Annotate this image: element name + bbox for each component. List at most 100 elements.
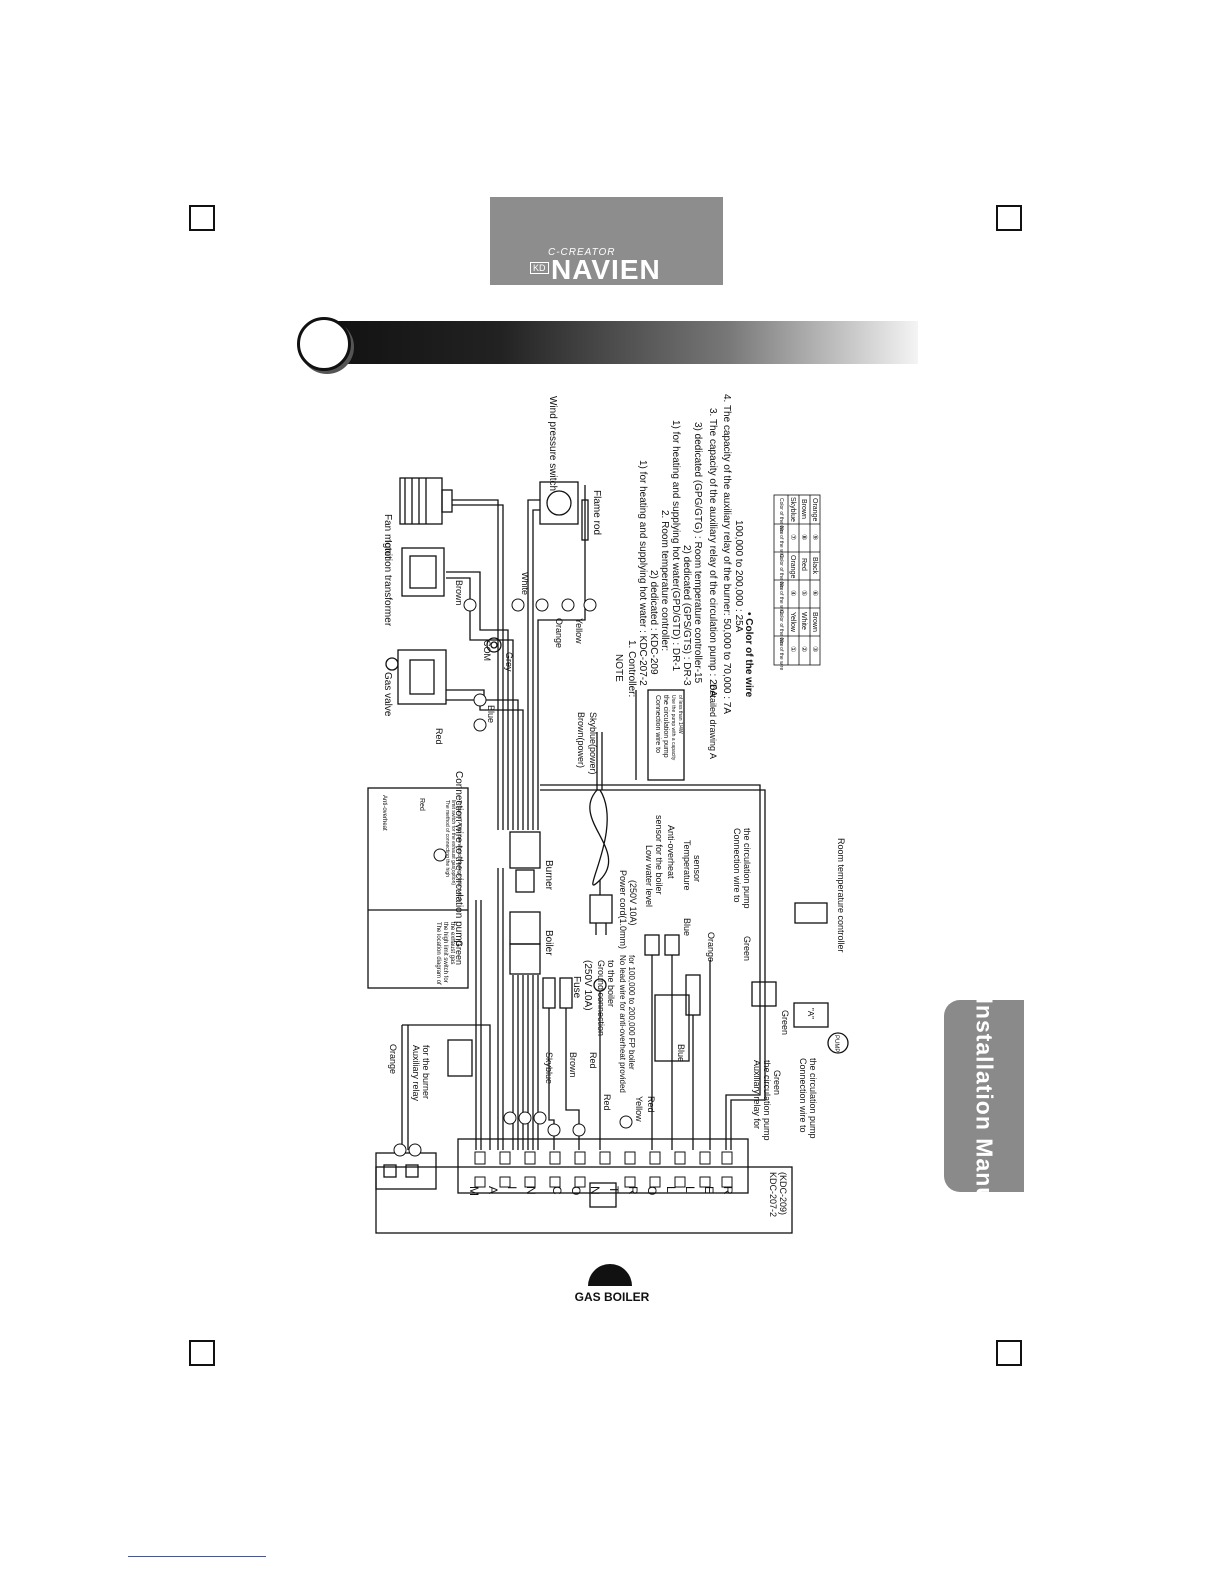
label-conn-pump-bottom-2: the circulation pump bbox=[808, 1058, 818, 1139]
ct-cell-1-0: ② bbox=[800, 646, 808, 652]
label-circulation-pump-wire-top: Connection wire to the circulation pump bbox=[453, 771, 464, 947]
detail-box-line-4: of less than 1/4W bbox=[677, 695, 683, 734]
crop-mark-bottom-right bbox=[996, 1340, 1022, 1366]
wire-orange-mid: Orange bbox=[554, 618, 564, 648]
label-low-water-1: Low water level bbox=[644, 845, 654, 907]
ct-cell-1-4: ⑧ bbox=[800, 534, 808, 540]
detail-box-line-3: Use the pump with a capacity bbox=[670, 695, 676, 761]
ct-header-2: No. of the wire bbox=[778, 582, 784, 614]
inset-red: Red bbox=[418, 798, 425, 811]
label-gas-valve: Gas valve bbox=[382, 672, 393, 717]
wind-pressure-switch-body bbox=[539, 481, 579, 525]
ct-header-5: Color of the wire bbox=[778, 498, 784, 535]
fuse-holder-2 bbox=[559, 977, 573, 1009]
label-conn-pump-bottom-1: Connection wire to bbox=[798, 1058, 808, 1133]
label-aux-relay-burner-1: Auxiliary relay bbox=[411, 1045, 421, 1102]
logo-subtitle: C-CREATOR bbox=[548, 247, 616, 258]
wire-number-markers bbox=[393, 598, 633, 1157]
wire-yellow-low: Yellow bbox=[634, 1096, 644, 1122]
footer-rule bbox=[128, 1556, 266, 1557]
crop-mark-top-right bbox=[996, 205, 1022, 231]
wire-white: White bbox=[520, 572, 530, 595]
ct-cell-2-3: Black bbox=[811, 557, 818, 575]
wire-color-table: No. of the wire Color of the wire No. of… bbox=[773, 494, 821, 670]
label-burner: Burner bbox=[543, 860, 554, 891]
label-ground-2: to the boiler bbox=[606, 960, 616, 1007]
ct-cell-1-2: ⑤ bbox=[800, 590, 808, 596]
wire-brown-top: Brown bbox=[454, 580, 464, 606]
label-power-cord-2: (250V 10A) bbox=[628, 880, 638, 926]
room-temp-controller-body bbox=[794, 902, 828, 924]
mc-letter-1: A bbox=[486, 1186, 500, 1194]
label-flame-rod: Flame rod bbox=[591, 490, 602, 535]
label-ignition-transformer: Ignition transformer bbox=[382, 540, 393, 627]
notes-line-4: 1) for heating and supplying hot water(G… bbox=[670, 420, 681, 672]
wire-blue-right: Blue bbox=[682, 918, 692, 936]
mc-letter-3: N bbox=[524, 1186, 538, 1195]
label-detailed-drawing: Detailed drawing A bbox=[708, 684, 718, 759]
wire-blue-low: Blue bbox=[676, 1044, 686, 1062]
pump-symbol bbox=[827, 1032, 849, 1054]
ct-cell-1-5: Brown bbox=[800, 499, 807, 519]
detailed-drawing-a-box bbox=[647, 689, 685, 781]
section-header-bar bbox=[322, 321, 918, 364]
wire-orange-top: Orange bbox=[388, 1044, 398, 1074]
mc-letter-0: M bbox=[467, 1186, 481, 1196]
wire-green-top: Green bbox=[454, 940, 464, 965]
inset-line-1: The location diagram of bbox=[435, 922, 441, 985]
ct-header-0: No. of the wire bbox=[778, 638, 784, 670]
mc-letter-6: O bbox=[569, 1186, 583, 1195]
label-lead-wire-1: No lead wire for anti-overheat provided bbox=[618, 955, 627, 1093]
notes-line-5: 2) dedicated (GPS/GTS) : DR-3 bbox=[681, 545, 692, 686]
gas-valve-body bbox=[397, 649, 447, 705]
wire-green-pump-1: Green bbox=[772, 1070, 782, 1095]
controller-connector bbox=[589, 1182, 617, 1208]
label-wind-pressure-switch: Wind pressure switch bbox=[547, 396, 558, 491]
ct-cell-0-3: Orange bbox=[789, 555, 796, 578]
wire-grey: Grey bbox=[504, 652, 514, 672]
label-room-temp-controller: Room temperature controller bbox=[836, 838, 846, 953]
ct-cell-0-0: ① bbox=[789, 646, 797, 652]
wire-orange-right: Orange bbox=[706, 932, 716, 962]
label-skyblue-power: Skyblue(power) bbox=[588, 712, 598, 775]
fuse-holder-1 bbox=[542, 977, 556, 1009]
wire-skyblue: Skyblue bbox=[544, 1052, 554, 1084]
detail-a-box bbox=[793, 1002, 829, 1028]
label-controller-model-1: KDC-207-2 bbox=[768, 1172, 778, 1217]
burner-connector bbox=[509, 831, 541, 869]
label-power-cord-1: Power cord(1.0mm) bbox=[618, 870, 628, 949]
ct-cell-2-5: Orange bbox=[811, 498, 818, 521]
notes-title: NOTE bbox=[613, 654, 624, 682]
detail-box-line-2: the circulation pump bbox=[662, 695, 669, 758]
burner-relay-terminal bbox=[375, 1152, 437, 1190]
inset-anti-overheat: Anti-overheat bbox=[381, 795, 387, 831]
mc-letter-11: L bbox=[664, 1186, 678, 1193]
inset-line-4: The method of connecting the high bbox=[444, 800, 450, 877]
inset-line-3: the exhaust gas bbox=[449, 922, 455, 964]
ct-header-1: Color of the wire bbox=[778, 610, 784, 647]
ignition-transformer-body bbox=[401, 547, 445, 597]
label-com: COM bbox=[482, 640, 492, 661]
main-controller-label: M A I N C O N T R O L L E R bbox=[467, 1186, 735, 1196]
label-brown-power: Brown(power) bbox=[576, 712, 586, 768]
wire-yellow-mid: Yellow bbox=[574, 618, 584, 644]
inset-line-5: limit switch for the exhaust gas(option) bbox=[450, 800, 456, 885]
label-fan-motor: Fan motor bbox=[382, 514, 393, 560]
wire-red-mid: Red bbox=[588, 1052, 598, 1069]
gas-boiler-dome-icon bbox=[588, 1264, 632, 1286]
label-boiler: Boiler bbox=[543, 930, 554, 956]
label-ground-1: Ground connection bbox=[596, 960, 606, 1036]
wire-red-low: Red bbox=[602, 1094, 612, 1111]
notes-line-2: 2) dedicated : KDC-209 bbox=[648, 570, 659, 675]
notes-line-8: 4. The capacity of the auxiliary relay o… bbox=[721, 394, 732, 714]
label-aux-relay-pump-1: Auxiliary relay for bbox=[752, 1060, 762, 1129]
mc-letter-9: R bbox=[626, 1186, 640, 1195]
ct-cell-0-2: ④ bbox=[789, 590, 797, 596]
label-fuse: Fuse bbox=[571, 976, 582, 999]
wire-red-lower: Red bbox=[646, 1096, 656, 1113]
footer-gas-boiler: GAS BOILER bbox=[574, 1290, 650, 1304]
exhaust-limit-inset bbox=[367, 787, 469, 989]
notes-line-1: 1) for heating and supplying hot water :… bbox=[637, 460, 648, 686]
wire-green-pump-2: Green bbox=[780, 1010, 790, 1035]
